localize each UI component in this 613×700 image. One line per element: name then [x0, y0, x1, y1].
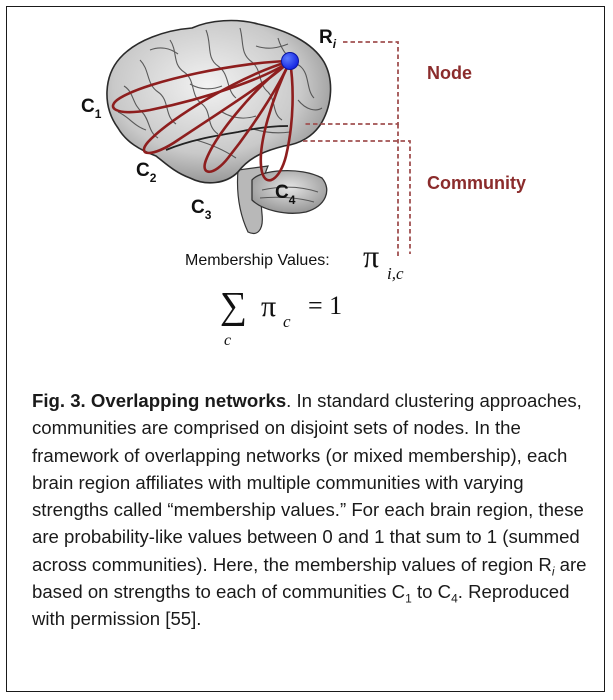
label-c1: C1	[81, 96, 102, 121]
caption-c4-sub: 4	[451, 591, 458, 606]
node-dot	[281, 52, 299, 70]
label-community: Community	[427, 173, 526, 193]
label-c2: C2	[136, 160, 157, 185]
caption-text-3: to C	[411, 581, 452, 603]
formula-pi-sub: c	[283, 312, 291, 331]
caption-c1-sub: 1	[405, 591, 412, 606]
dashed-connectors	[303, 41, 411, 258]
loop-c4	[259, 60, 294, 182]
formula-sum-sub: c	[224, 332, 231, 349]
formula-pi: π	[261, 290, 276, 323]
caption-title: Fig. 3. Overlapping networks	[32, 390, 287, 411]
loop-c3	[203, 59, 292, 174]
loop-c2	[142, 59, 291, 155]
figure-caption: Fig. 3. Overlapping networks. In standar…	[32, 387, 592, 633]
caption-ri-sub: i	[551, 564, 555, 579]
caption-text-1: . In standard clustering approaches, com…	[32, 390, 584, 575]
caption-text-4: . Reproduced with permission [55].	[32, 581, 570, 630]
label-c4: C4	[275, 182, 296, 207]
membership-pi: π	[363, 238, 379, 274]
caption-text-2: are based on strengths to each of commun…	[32, 553, 587, 603]
community-loops	[111, 59, 294, 182]
cerebrum	[106, 19, 332, 184]
brain-figure: Ri C1 C2 C3 C4 Node Community Membership…	[81, 19, 526, 349]
label-node: Node	[427, 63, 472, 83]
loop-c1	[111, 59, 291, 114]
label-ri: Ri	[319, 27, 337, 51]
label-c3: C3	[191, 197, 212, 222]
membership-label: Membership Values:	[185, 252, 330, 269]
membership-pi-sub: i,c	[387, 264, 404, 283]
formula-rhs: = 1	[308, 291, 342, 320]
formula-sum: ∑	[220, 285, 247, 327]
brain-diagram: Ri C1 C2 C3 C4 Node Community Membership…	[81, 19, 526, 349]
